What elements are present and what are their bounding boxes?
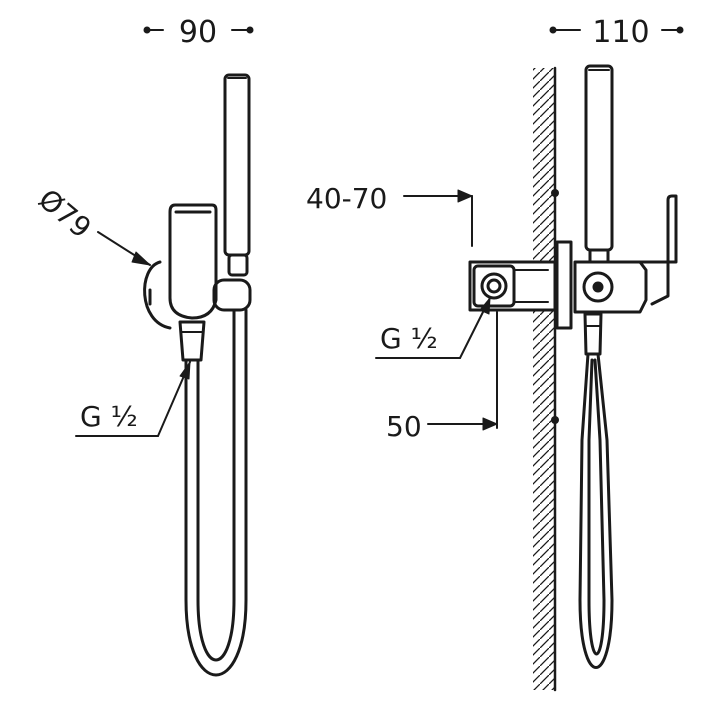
side-thread-leader: G ½: [375, 297, 491, 359]
front-thread-label: G ½: [80, 400, 138, 433]
shower-holder: [212, 278, 252, 312]
side-depth-dimension: 110: [549, 15, 684, 50]
diameter-leader: Ø79: [32, 182, 151, 266]
side-hose: [578, 312, 614, 669]
mixer-body: [168, 203, 218, 320]
body-depth-label: 50: [386, 410, 422, 443]
wall-plate: [143, 260, 172, 330]
hand-shower: [223, 73, 251, 277]
body-depth-dimension: 50: [386, 311, 498, 443]
side-mixer: [573, 194, 678, 314]
front-view: 90: [32, 15, 254, 677]
side-view: 110: [306, 15, 684, 692]
side-depth-label: 110: [592, 15, 649, 50]
in-wall-body: [468, 260, 557, 312]
wall-section: [533, 66, 559, 692]
hose-connector: [178, 320, 206, 362]
shower-hose: [184, 308, 248, 677]
front-width-dimension: 90: [143, 15, 254, 50]
front-thread-leader: G ½: [75, 361, 191, 437]
adjustment-dimension: 40-70: [306, 182, 473, 247]
side-wall-plate: [555, 240, 573, 330]
side-hand-shower: [584, 64, 614, 264]
side-thread-label: G ½: [380, 322, 438, 355]
adjustment-range-label: 40-70: [306, 182, 387, 215]
plate-diameter-label: Ø79: [32, 182, 97, 244]
front-width-label: 90: [179, 15, 217, 50]
